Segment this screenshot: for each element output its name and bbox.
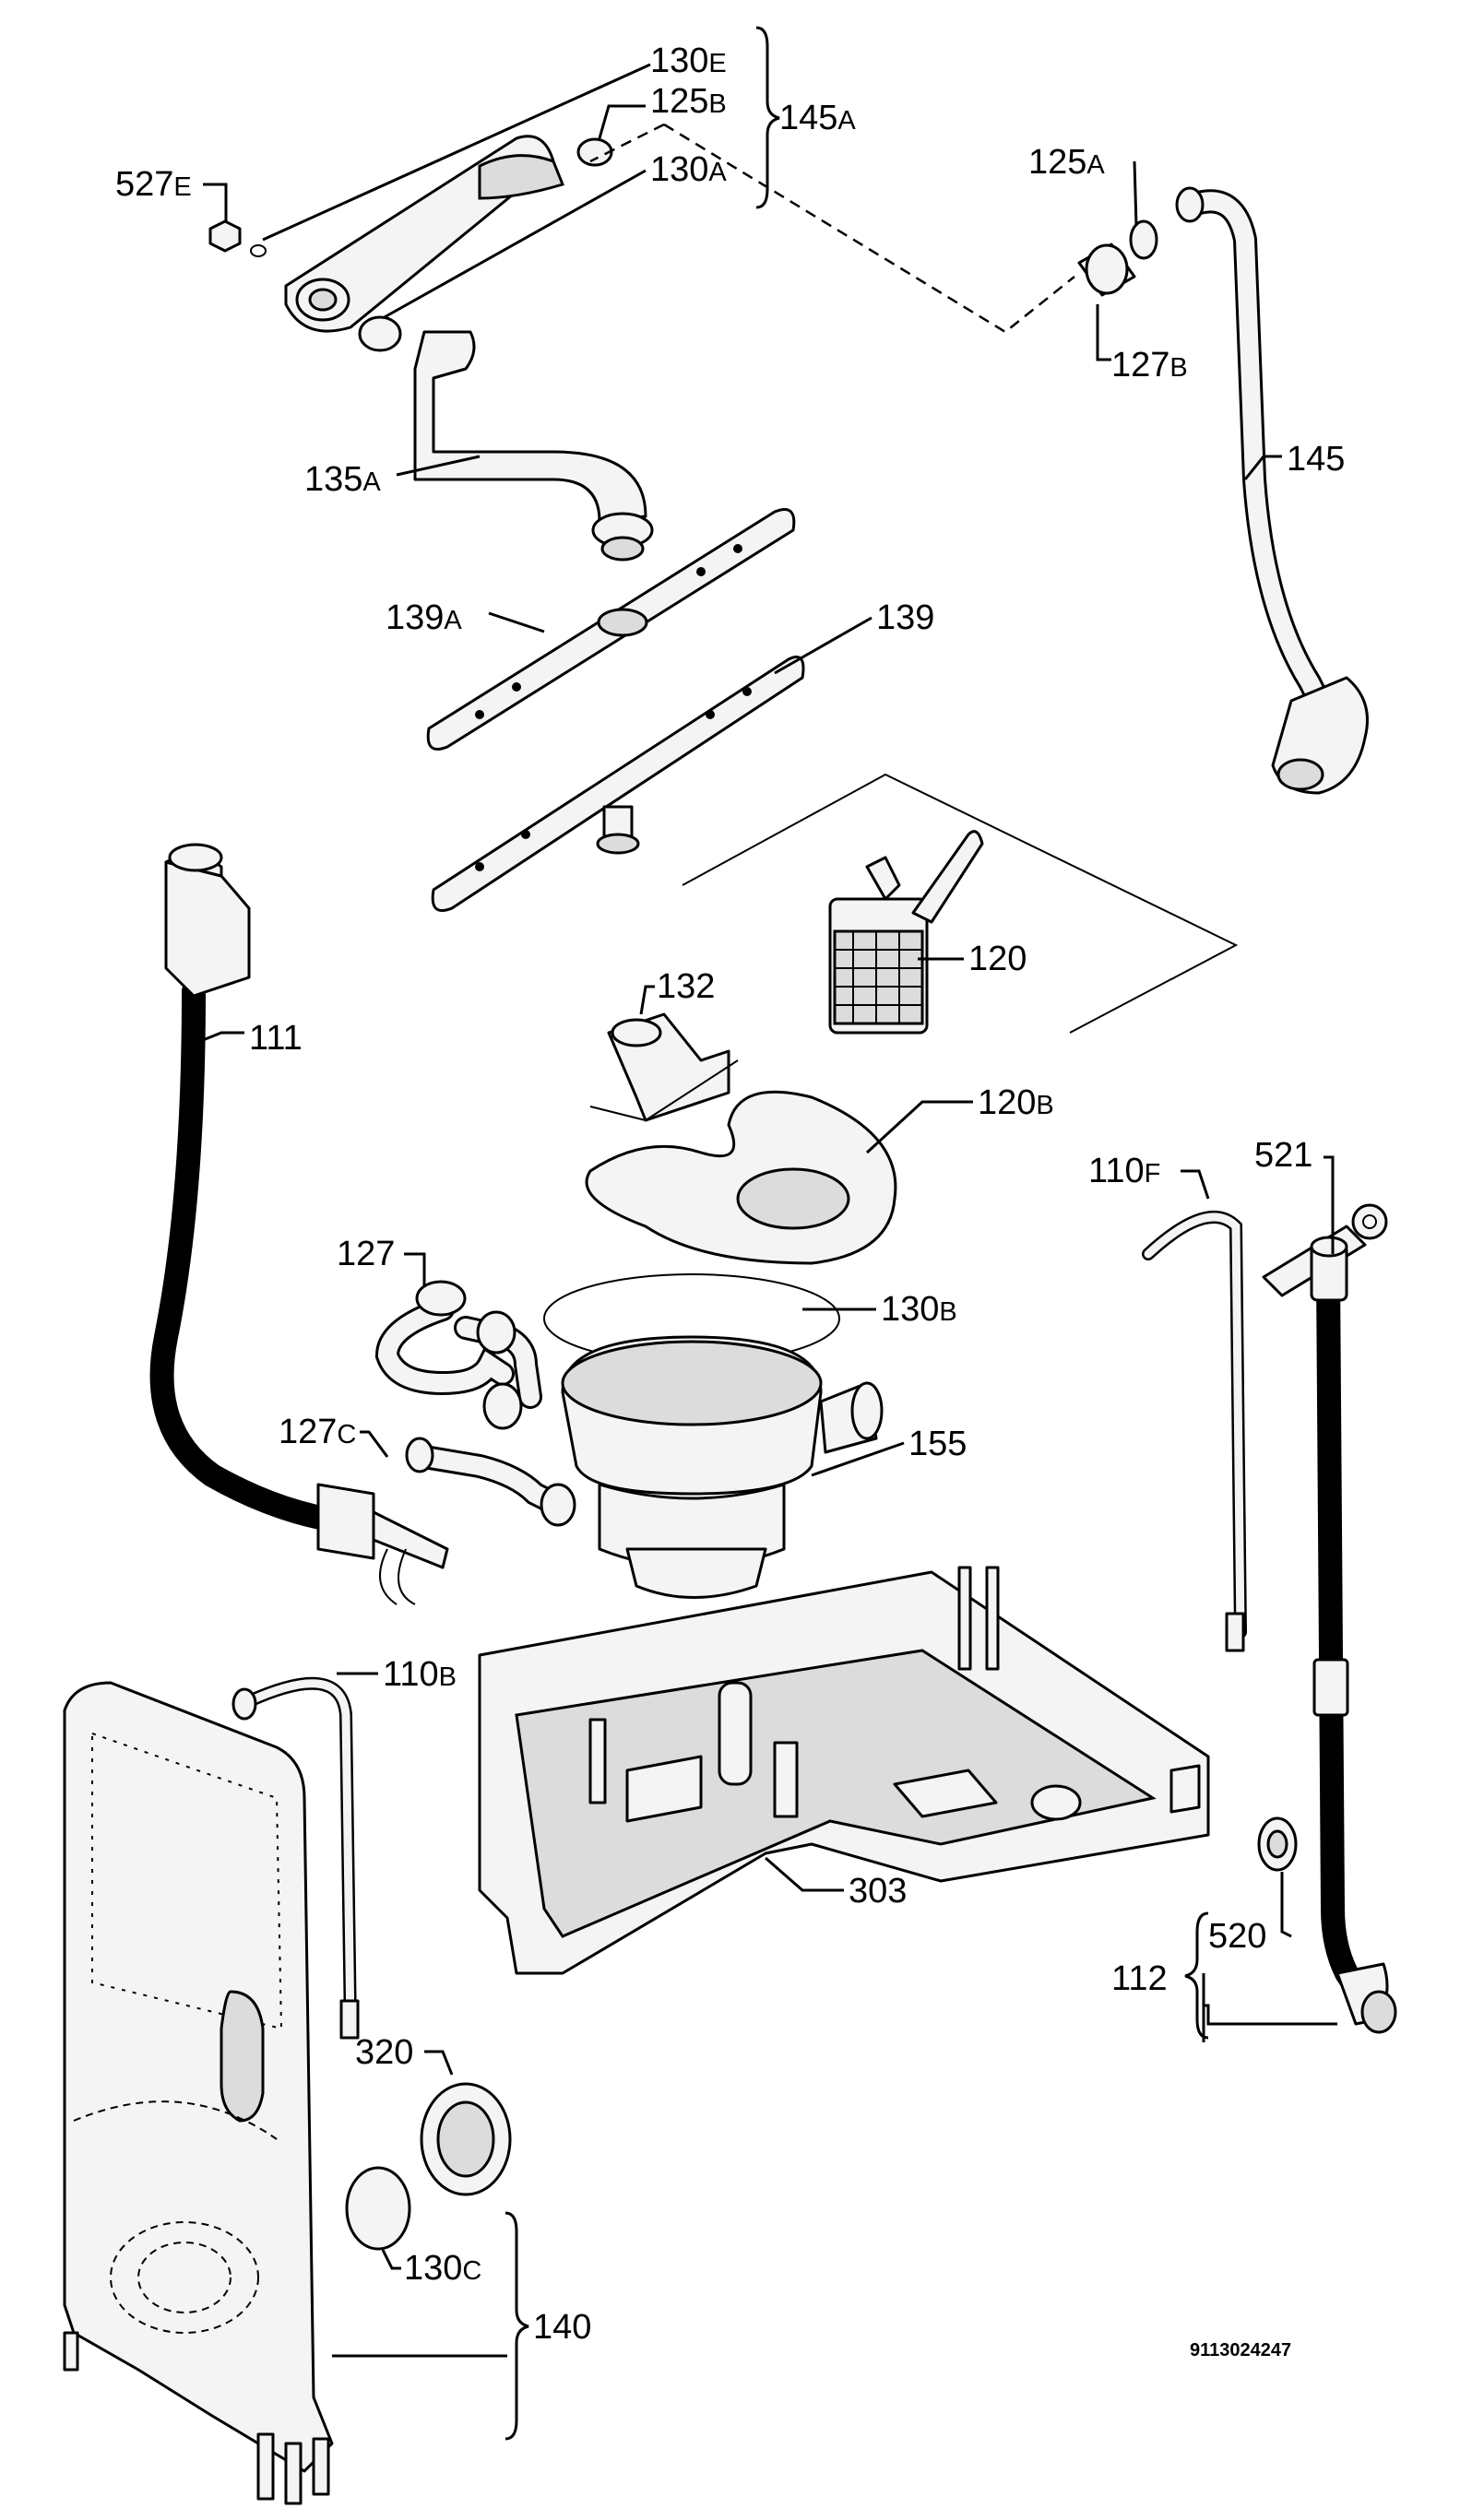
label-130c: 130C <box>404 2249 481 2288</box>
seal-130c <box>345 2166 411 2251</box>
seal-520 <box>1257 1816 1298 1872</box>
label-130b: 130B <box>881 1290 957 1329</box>
seal-125b <box>576 137 613 167</box>
label-120: 120 <box>968 940 1027 978</box>
label-111: 111 <box>249 1019 303 1058</box>
label-127b: 127B <box>1111 346 1188 385</box>
label-110b: 110B <box>383 1655 457 1694</box>
nut-527e <box>208 219 267 257</box>
label-127c: 127C <box>279 1413 356 1451</box>
label-139: 139 <box>876 598 934 637</box>
hose-127 <box>374 1280 542 1430</box>
label-520: 520 <box>1208 1917 1266 1956</box>
label-303: 303 <box>849 1872 907 1911</box>
label-135a: 135A <box>304 460 381 499</box>
inlet-hose-110f <box>1142 1211 1247 1652</box>
label-112: 112 <box>1111 1959 1168 1998</box>
seal-125a <box>1129 219 1158 260</box>
document-number: 9113024247 <box>1190 2340 1291 2360</box>
label-145: 145 <box>1287 440 1345 479</box>
hose-110b <box>231 1676 360 2040</box>
inlet-hose-111 <box>149 843 449 1605</box>
seal-320 <box>420 2082 512 2196</box>
spray-arm-139a <box>426 508 796 751</box>
nozzle-132 <box>589 1012 739 1122</box>
label-140: 140 <box>533 2308 591 2347</box>
drain-hose-112 <box>1310 1236 1397 2034</box>
label-320: 320 <box>355 2033 413 2072</box>
drain-hose-145 <box>1175 186 1369 795</box>
upper-spray-tube <box>284 135 565 333</box>
label-521: 521 <box>1254 1136 1312 1175</box>
spray-arm-139 <box>431 656 805 912</box>
filter-120 <box>828 830 984 1035</box>
filter-zone-outline <box>682 773 1239 1034</box>
label-125b: 125B <box>650 82 727 121</box>
connector-127b <box>1077 243 1136 297</box>
sump-155 <box>543 1273 884 1599</box>
label-110f: 110F <box>1088 1152 1160 1190</box>
label-527e: 527E <box>115 165 192 204</box>
label-145a: 145A <box>779 99 856 137</box>
label-127: 127 <box>337 1235 395 1273</box>
label-130a: 130A <box>650 150 727 189</box>
spray-arm-tube-135a <box>413 330 654 562</box>
hose-127c <box>405 1437 576 1527</box>
leader-lines <box>197 63 1337 2358</box>
base-303 <box>478 1566 1210 1975</box>
label-132: 132 <box>657 967 715 1006</box>
braces <box>505 26 1209 2441</box>
label-139a: 139A <box>386 598 462 637</box>
label-155: 155 <box>908 1425 967 1463</box>
gasket-120b <box>585 1090 897 1265</box>
seal-130a <box>358 315 402 352</box>
label-125a: 125A <box>1028 143 1105 182</box>
label-130e: 130E <box>650 41 727 80</box>
panel-140 <box>63 1681 334 2505</box>
label-120b: 120B <box>978 1083 1054 1122</box>
